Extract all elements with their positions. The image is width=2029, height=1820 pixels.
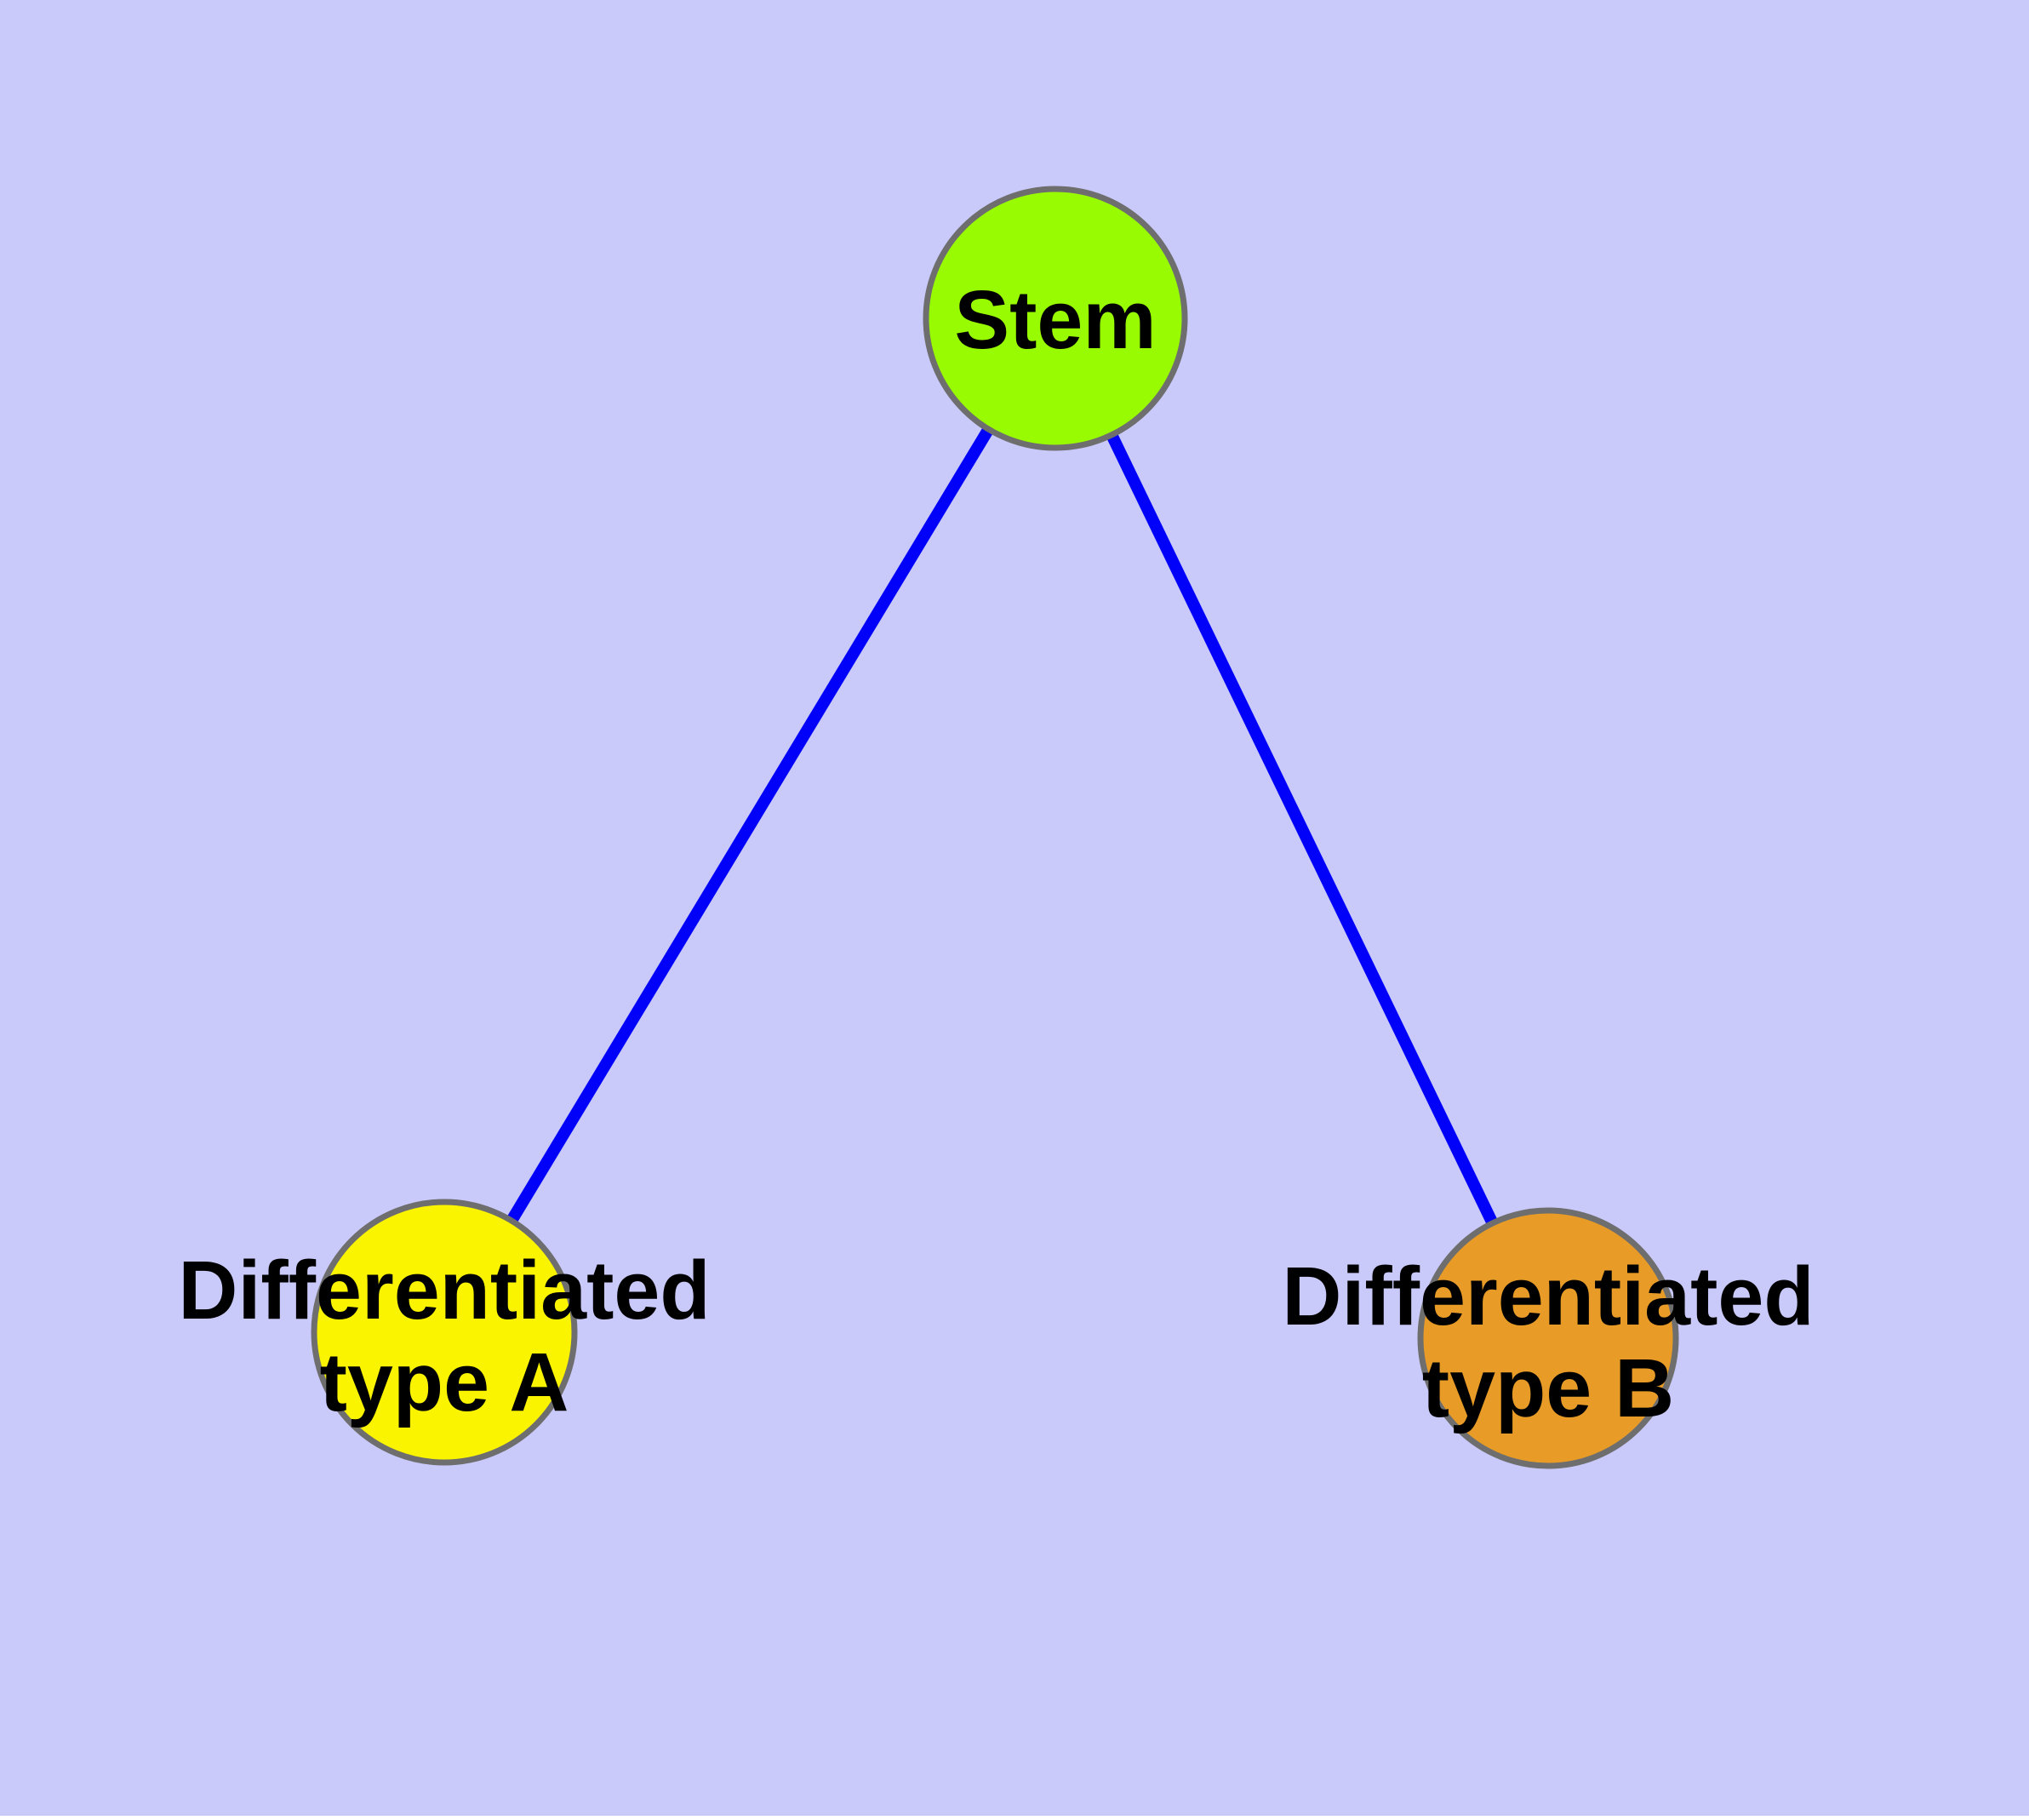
node-label-stem: Stem — [954, 273, 1156, 366]
edge-stem-typeA — [439, 315, 1060, 1336]
node-label-line: type B — [1422, 1342, 1674, 1434]
node-circle-typeB — [1417, 1207, 1679, 1469]
node-circle-typeA — [311, 1199, 578, 1466]
nodes-layer — [311, 186, 1679, 1469]
node-label-line: Stem — [954, 273, 1156, 366]
edges-layer — [439, 315, 1554, 1342]
node-circle-stem — [923, 186, 1188, 451]
node-label-line: Differentiated — [178, 1244, 710, 1336]
edge-stem-typeB — [1049, 315, 1554, 1342]
node-label-line: Differentiated — [1282, 1250, 1814, 1342]
node-label-line: type A — [320, 1336, 569, 1428]
